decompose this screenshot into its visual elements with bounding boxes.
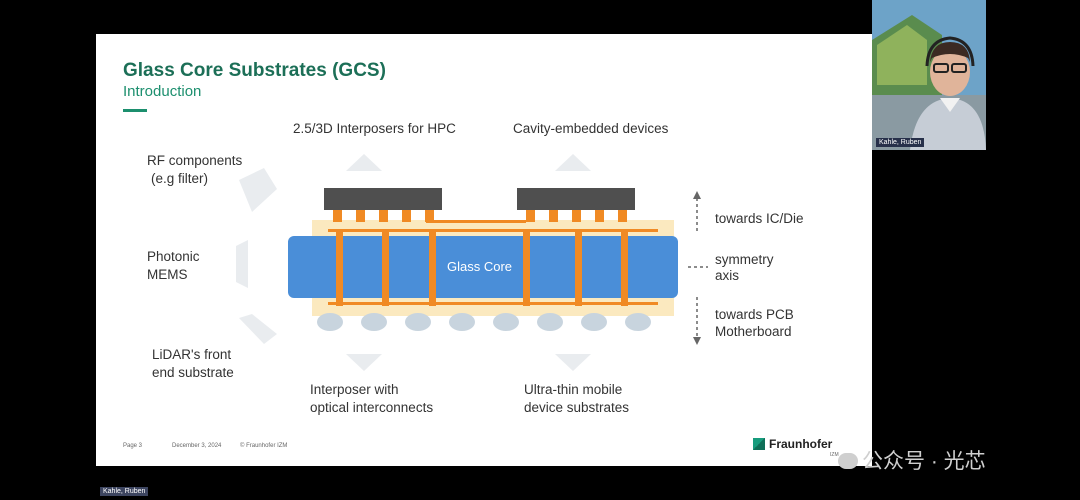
logo-text: Fraunhofer bbox=[769, 437, 833, 451]
through-glass-vias bbox=[336, 230, 628, 306]
chevron-left-middle bbox=[236, 240, 248, 288]
label-photonic-line2: MEMS bbox=[147, 267, 188, 282]
slide-title: Glass Core Substrates (GCS) bbox=[123, 60, 386, 81]
watermark: 公众号 · 光芯 bbox=[838, 445, 986, 475]
chevron-top-right bbox=[555, 154, 591, 171]
label-ultra-thin-line1: Ultra-thin mobile bbox=[524, 382, 623, 397]
label-interposer-optical-line2: optical interconnects bbox=[310, 400, 434, 415]
chevron-left-upper bbox=[239, 168, 277, 212]
label-rf-line2: (e.g filter) bbox=[151, 171, 209, 186]
footer-copyright: © Fraunhofer IZM bbox=[240, 443, 288, 449]
label-glass-core: Glass Core bbox=[447, 259, 513, 274]
speaker-name-tag: Kahle, Ruben bbox=[876, 138, 925, 147]
arrow-up-icon bbox=[693, 191, 701, 199]
chevron-bottom-left bbox=[346, 354, 382, 371]
fraunhofer-logo-mark-icon bbox=[753, 438, 765, 450]
watermark-text: 公众号 · 光芯 bbox=[862, 450, 986, 473]
micro-bumps bbox=[333, 210, 627, 222]
bottom-buildup-layer bbox=[312, 296, 674, 316]
label-lidar-line1: LiDAR's front bbox=[152, 347, 232, 362]
label-photonic-line1: Photonic bbox=[147, 249, 200, 264]
chevron-bottom-right bbox=[555, 354, 591, 371]
die-left bbox=[324, 188, 442, 210]
fraunhofer-logo: Fraunhofer bbox=[753, 437, 832, 451]
label-symmetry-line1: symmetry bbox=[715, 252, 774, 267]
label-cavity-embedded: Cavity-embedded devices bbox=[513, 121, 669, 136]
footer-date: December 3, 2024 bbox=[172, 443, 222, 449]
chevron-top-left bbox=[346, 154, 382, 171]
label-ultra-thin-line2: device substrates bbox=[524, 400, 630, 415]
arrow-down-icon bbox=[693, 337, 701, 345]
die-right bbox=[517, 188, 635, 210]
speaker-video-feed bbox=[872, 0, 986, 150]
speaker-video-tile[interactable]: Kahle, Ruben bbox=[872, 0, 986, 150]
label-towards-pcb-line1: towards PCB bbox=[715, 307, 794, 322]
label-symmetry-line2: axis bbox=[715, 268, 740, 283]
presentation-slide: Glass Core Substrates (GCS) Introduction bbox=[96, 34, 872, 466]
footer-page: Page 3 bbox=[123, 443, 143, 449]
slide-subtitle: Introduction bbox=[123, 83, 202, 100]
gcs-cross-section-diagram bbox=[236, 154, 708, 371]
redistribution-lines bbox=[328, 220, 658, 305]
logo-sub: IZM bbox=[830, 452, 839, 458]
label-interposer-optical-line1: Interposer with bbox=[310, 382, 399, 397]
label-rf-line1: RF components bbox=[147, 153, 243, 168]
label-interposers-hpc: 2.5/3D Interposers for HPC bbox=[293, 121, 456, 136]
solder-bumps bbox=[317, 313, 651, 331]
wechat-icon bbox=[838, 453, 858, 469]
chevron-left-lower bbox=[239, 314, 277, 344]
label-towards-ic: towards IC/Die bbox=[715, 211, 804, 226]
label-towards-pcb-line2: Motherboard bbox=[715, 324, 792, 339]
self-view-name-tag: Kahle, Ruben bbox=[100, 487, 149, 496]
label-lidar-line2: end substrate bbox=[152, 365, 234, 380]
title-accent-line bbox=[123, 109, 147, 112]
